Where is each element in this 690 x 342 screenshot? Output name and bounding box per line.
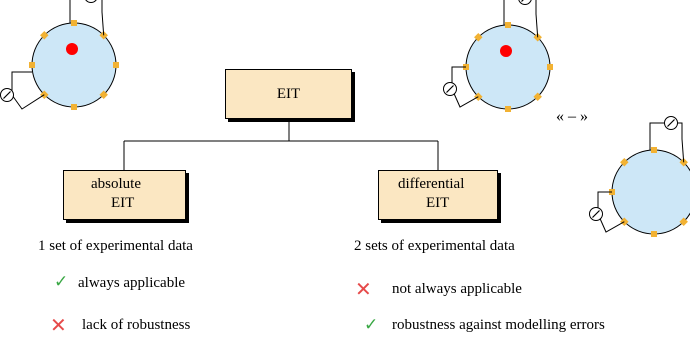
electrode — [113, 62, 119, 68]
difference-operator-label: « – » — [556, 108, 588, 125]
differential-eit-line1: differential — [398, 176, 465, 192]
electrode — [651, 231, 657, 237]
differential-eit-line2: EIT — [426, 195, 450, 211]
electrode — [99, 90, 108, 99]
cross-icon: ✕ — [50, 313, 67, 337]
absolute-eit-line2: EIT — [111, 195, 135, 211]
eit-root-box: EIT — [225, 69, 352, 119]
absolute-pro-text: always applicable — [78, 275, 186, 291]
inclusion-marker — [500, 45, 512, 57]
electrode — [29, 62, 35, 68]
inclusion-marker — [66, 43, 78, 55]
electrode — [547, 64, 553, 70]
differential-pro-text: robustness against modelling errors — [392, 317, 605, 333]
electrode — [505, 106, 511, 112]
eit-root-label: EIT — [276, 86, 301, 102]
electrode — [71, 20, 77, 26]
check-icon: ✓ — [54, 272, 69, 292]
electrode — [40, 31, 49, 40]
electrode — [71, 104, 77, 110]
absolute-eit-line1: absolute — [91, 176, 141, 192]
electrode — [651, 147, 657, 153]
absolute-eit-box: absolute EIT — [63, 170, 186, 220]
cross-icon: ✕ — [355, 277, 372, 301]
differential-con-text: not always applicable — [392, 281, 522, 297]
voltmeter-icon — [85, 0, 97, 3]
differential-eit-box: differential EIT — [378, 170, 498, 220]
absolute-data-sets: 1 set of experimental data — [38, 238, 193, 254]
electrode — [474, 33, 483, 42]
differential-data-sets: 2 sets of experimental data — [354, 238, 515, 254]
absolute-con-text: lack of robustness — [82, 317, 191, 333]
electrode — [505, 22, 511, 28]
check-icon: ✓ — [364, 315, 379, 335]
